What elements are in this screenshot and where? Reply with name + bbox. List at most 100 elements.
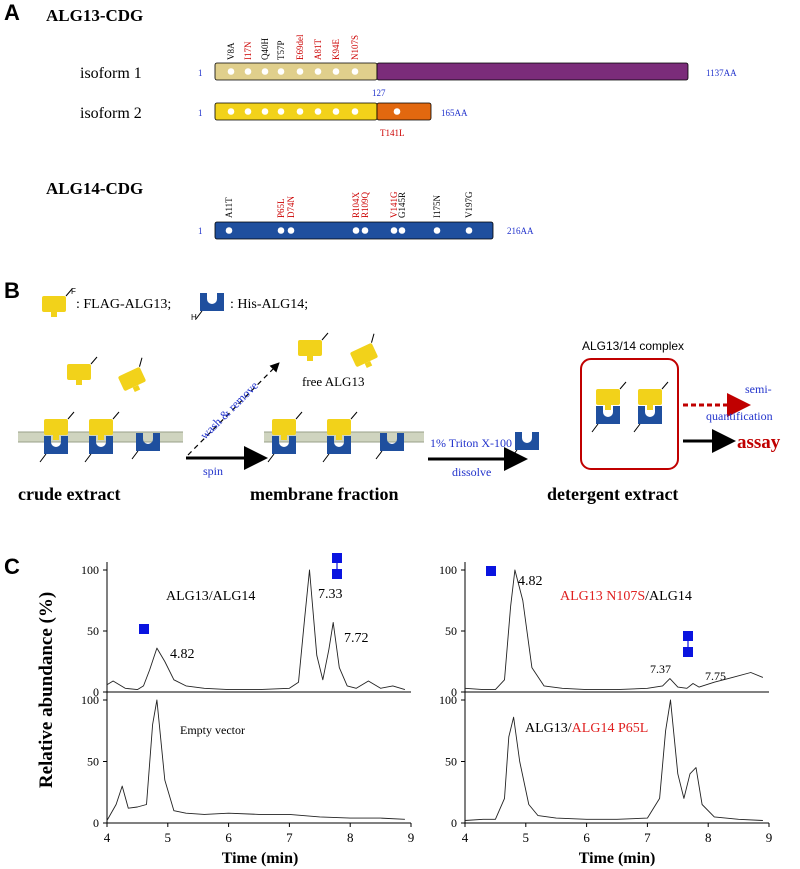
y-tick-label: 100 [81,693,99,707]
isoform2-mutation-dot [277,108,285,115]
y-axis-label: Relative abundance (%) [36,592,57,788]
br-title-red: ALG14 P65L [572,721,649,736]
alg14-mutation-dot [433,227,441,234]
tr-glycan-icon-1 [486,566,496,576]
isoform1-mutation-dot [244,68,252,75]
panel-a-label: A [4,0,20,25]
x-axis-label-right: Time (min) [579,850,656,867]
br-title: ALG13/ALG14 P65L [525,721,648,736]
alg14-mutation-dot [361,227,369,234]
alg14-mutation-label: G145R [397,192,407,218]
isoform2-mutation-dot [332,108,340,115]
x-tick-label: 6 [225,830,232,845]
alg14-mutation-dot [390,227,398,234]
y-tick-label: 100 [81,563,99,577]
alg13-mutation-label: A81T [313,39,323,60]
isoform2-mutation-dot [227,108,235,115]
alg13-mutation-label: V8A [226,42,236,60]
y-tick-label: 100 [439,693,457,707]
assay-label: assay [737,432,781,453]
panel-b-label: B [4,278,20,303]
tl-peak2: 7.33 [318,587,343,602]
alg13-mutation-label: I17N [243,41,253,60]
his-alg14-legend-icon [195,292,225,320]
junction-label: 127 [372,88,386,98]
isoform2-mutation-dot [244,108,252,115]
y-tick-label: 50 [445,755,457,769]
x-tick-label: 7 [644,830,651,845]
br-title-black: ALG13/ [525,721,572,736]
y-tick-label: 0 [93,685,99,699]
x-tick-label: 5 [523,830,530,845]
y-tick-label: 50 [445,624,457,638]
chromatogram-trace [464,569,764,691]
complex-box [580,358,679,470]
alg13-mutation-label: E69del [295,34,305,60]
tl-peak1: 4.82 [170,647,195,662]
tl-glycan-icon-2a [332,553,342,563]
isoform1-mutation-dot [277,68,285,75]
alg14-title: ALG14-CDG [46,179,143,198]
membrane-fraction-label: membrane fraction [250,484,398,504]
tr-title-black: /ALG14 [645,589,692,604]
isoform2-start: 1 [198,108,203,118]
isoform2-mutation: T141L [380,128,405,138]
free-his-icon [510,431,540,459]
tl-glycan-icon-2b [332,569,342,579]
tr-glycan-icon-2b [683,647,693,657]
y-tick-label: 50 [87,755,99,769]
dissolve-label: dissolve [452,465,491,479]
alg13-title: ALG13-CDG [46,6,143,25]
y-tick-label: 0 [93,816,99,830]
crude-complexes-icon [39,411,161,463]
alg14-mutation-dot [352,227,360,234]
isoform2-mutation-dot [261,108,269,115]
x-tick-label: 9 [766,830,773,845]
tr-glycan-icon-2a [683,631,693,641]
triton-label: 1% Triton X-100 [430,436,512,450]
wash-label: wash & remove [197,378,261,442]
y-tick-label: 0 [451,816,457,830]
isoform2-dots [227,108,359,115]
alg14-dots [225,227,473,234]
chromatogram-trace [106,699,405,821]
alg13-mutation-label: Q40H [260,38,270,60]
alg13-mutation-label: N107S [350,35,360,60]
x-tick-label: 8 [705,830,712,845]
spin-label: spin [203,464,223,478]
isoform2-mut-dot [393,108,401,115]
crude-extract-label: crude extract [18,484,120,504]
x-tick-label: 7 [286,830,293,845]
alg14-mutation-label: R109Q [360,191,370,218]
flag-alg13-legend-icon [41,288,73,318]
f-tag: F [71,287,76,296]
h-tag: H [191,313,197,322]
isoform1-label: isoform 1 [80,65,142,82]
bl-title: Empty vector [180,723,245,737]
wash-arrow [187,362,280,456]
quant-label: quantification [706,409,773,423]
detergent-extract-label: detergent extract [547,484,678,504]
isoform2-mutation-dot [296,108,304,115]
alg14-mutation-label: R104X [351,191,361,218]
isoform1-mutation-dot [227,68,235,75]
tick-marks [103,569,770,827]
tl-title: ALG13/ALG14 [166,589,255,604]
alg14-mutation-label: V197G [464,191,474,218]
isoform2-mutation-dot [351,108,359,115]
complex-icon [591,381,669,433]
alg14-mutation-dot [465,227,473,234]
tr-title: ALG13 N107S/ALG14 [560,589,692,604]
axes-left [106,562,411,824]
x-tick-label: 8 [347,830,354,845]
alg14-mutation-label: A11T [224,197,234,218]
free-alg13-label: free ALG13 [302,374,364,389]
y-tick-label: 100 [439,563,457,577]
isoform1-mutation-dot [261,68,269,75]
alg13-mutation-label: T57P [276,40,286,60]
tr-peak1: 4.82 [518,574,543,589]
x-tick-label: 6 [583,830,590,845]
